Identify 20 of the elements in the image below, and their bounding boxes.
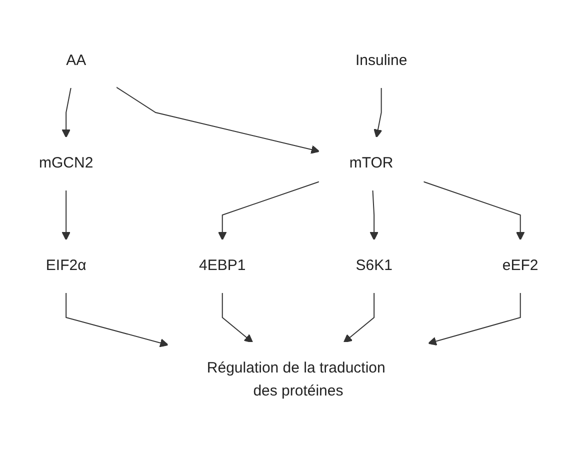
- arrow: [116, 86, 320, 154]
- node-text: AA: [66, 52, 86, 69]
- node-text: Régulation de la traduction des protéines: [207, 359, 386, 399]
- arrow: [374, 86, 383, 138]
- node-text: mTOR: [350, 154, 394, 172]
- node-text: S6K1: [356, 256, 393, 274]
- arrow: [344, 292, 375, 343]
- arrow: [222, 292, 254, 343]
- arrow: [62, 86, 72, 138]
- node-text: EIF2α: [46, 256, 87, 274]
- arrow: [370, 189, 379, 240]
- node-text: 4EBP1: [199, 256, 246, 274]
- arrow: [428, 292, 522, 346]
- arrow: [423, 180, 526, 240]
- arrow: [66, 292, 169, 347]
- arrow: [218, 180, 320, 240]
- node-text: eEF2: [502, 256, 539, 274]
- node-text: Insuline: [356, 52, 408, 69]
- arrow: [62, 189, 71, 240]
- node-text: mGCN2: [39, 154, 94, 172]
